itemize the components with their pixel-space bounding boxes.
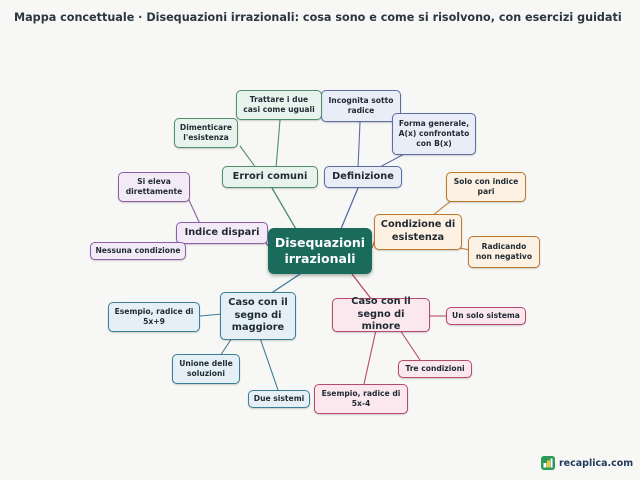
branch-errori-comuni: Errori comuni — [222, 166, 318, 188]
leaf-incognita-sotto-radice: Incognita sotto radice — [321, 90, 401, 122]
edge-indice-eleva — [187, 197, 201, 225]
edge-errori-dimenticare — [239, 145, 257, 169]
leaf-trattare-due-casi: Trattare i due casi come uguali — [236, 90, 322, 120]
edge-errori-trattare — [275, 119, 281, 169]
leaf-tre-condizioni: Tre condizioni — [398, 360, 472, 378]
brand-name: recaplica.com — [559, 457, 634, 469]
leaf-esempio-5x9: Esempio, radice di 5x+9 — [108, 302, 200, 332]
leaf-solo-indice-pari: Solo con indice pari — [446, 172, 526, 202]
edge-definizione-incognita — [357, 121, 361, 169]
central-node: Disequazioni irrazionali — [268, 228, 372, 274]
branch-condizione-esistenza: Condizione di esistenza — [374, 214, 462, 250]
leaf-esempio-5x4: Esempio, radice di 5x-4 — [314, 384, 408, 414]
recaplica-logo-icon — [541, 456, 555, 470]
leaf-radicando-non-negativo: Radicando non negativo — [468, 236, 540, 268]
leaf-dimenticare-esistenza: Dimenticare l'esistenza — [174, 118, 238, 148]
leaf-si-eleva-direttamente: Si eleva direttamente — [118, 172, 190, 202]
edge-maggiore-due — [259, 337, 279, 391]
edge-condizione-indice-pari — [431, 199, 453, 217]
edge-central-maggiore — [269, 273, 301, 295]
edge-central-minore — [351, 273, 373, 301]
leaf-unione-soluzioni: Unione delle soluzioni — [172, 354, 240, 384]
branch-definizione: Definizione — [324, 166, 402, 188]
branch-caso-maggiore: Caso con il segno di maggiore — [220, 292, 296, 340]
page-title: Mappa concettuale · Disequazioni irrazio… — [14, 11, 622, 24]
leaf-due-sistemi: Due sistemi — [248, 390, 310, 408]
edge-maggiore-esempio — [199, 313, 223, 317]
leaf-nessuna-condizione: Nessuna condizione — [90, 242, 186, 260]
brand-logo[interactable]: recaplica.com — [541, 456, 633, 470]
edge-minore-tre — [399, 329, 421, 361]
edge-minore-esempio — [363, 329, 377, 385]
leaf-un-solo-sistema: Un solo sistema — [446, 307, 526, 325]
branch-indice-dispari: Indice dispari — [176, 222, 268, 244]
edge-maggiore-unione — [219, 337, 233, 357]
branch-caso-minore: Caso con il segno di minore — [332, 296, 430, 332]
leaf-forma-generale: Forma generale, A(x) confrontato con B(x… — [392, 113, 476, 155]
